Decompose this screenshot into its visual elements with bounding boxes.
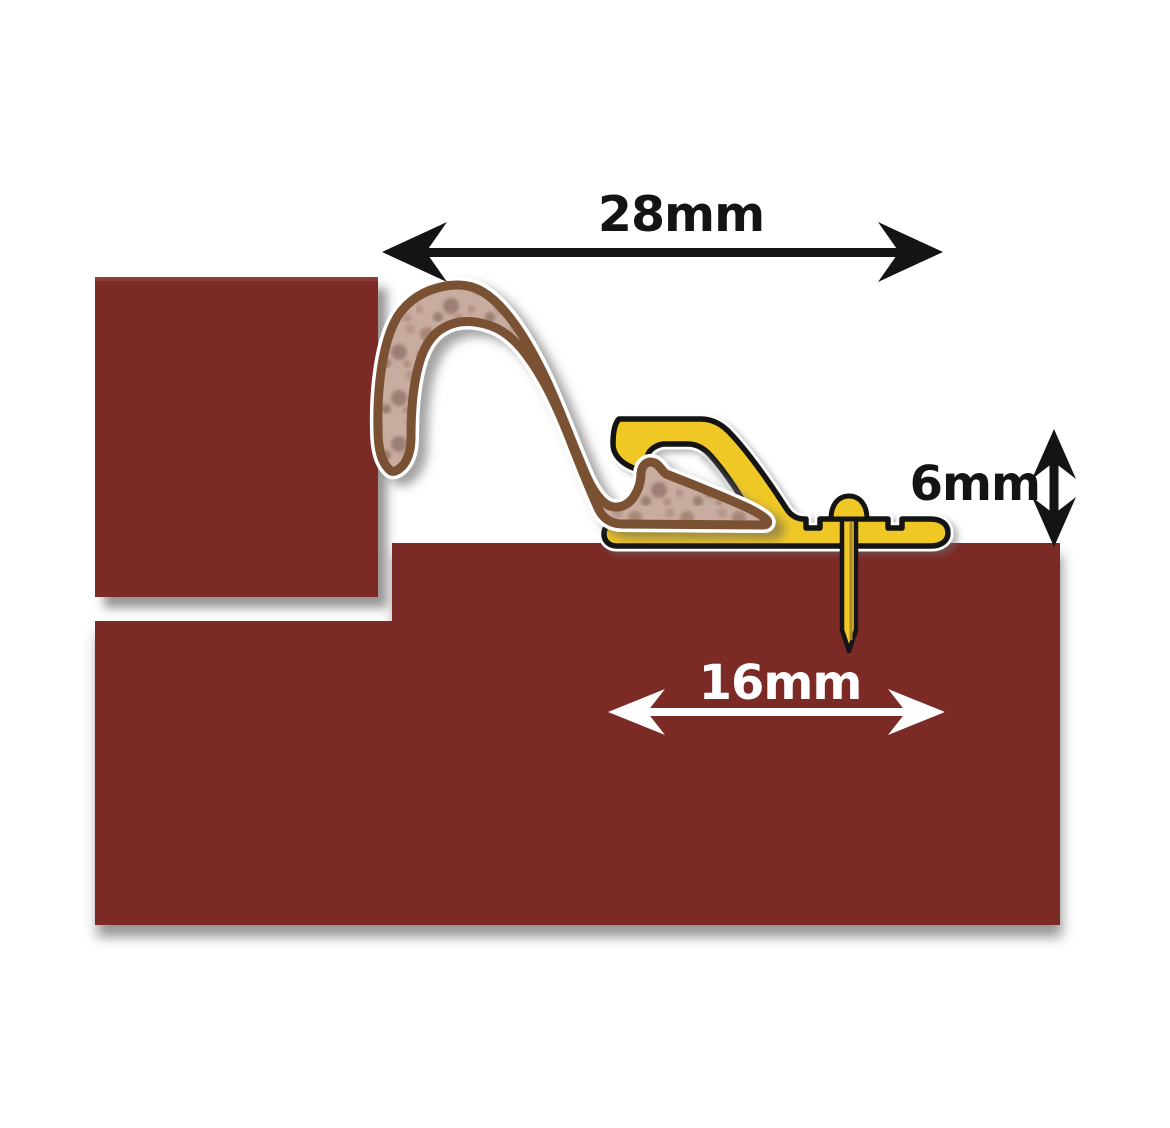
nail-head: [828, 493, 870, 522]
dim-28mm-arrowhead-right: [878, 222, 943, 282]
dim-6mm-shaft: [1049, 460, 1059, 516]
dim-16mm-label: 16mm: [699, 655, 862, 711]
dim-16mm-shaft: [646, 708, 907, 716]
dim-16mm-arrowhead-right: [888, 689, 945, 735]
dimension-16mm: 16mm: [608, 655, 945, 735]
dim-6mm-arrowhead-bottom: [1032, 497, 1076, 547]
dim-28mm-shaft: [420, 248, 910, 257]
carpet-seal: [373, 280, 773, 530]
door-block-highlight: [95, 277, 378, 281]
floor-block: [95, 543, 1060, 925]
nail-shaft: [839, 512, 859, 654]
dim-6mm-arrowhead-top: [1032, 429, 1076, 479]
door-block: [95, 277, 378, 597]
dim-6mm-label: 6mm: [910, 456, 1040, 512]
dimension-6mm: 6mm: [910, 429, 1076, 547]
fixing-nail: [828, 493, 870, 654]
dim-16mm-arrowhead-left: [608, 689, 665, 735]
dim-28mm-label: 28mm: [598, 186, 764, 243]
dim-28mm-arrowhead-left: [382, 222, 447, 282]
dimension-28mm: 28mm: [382, 186, 943, 282]
